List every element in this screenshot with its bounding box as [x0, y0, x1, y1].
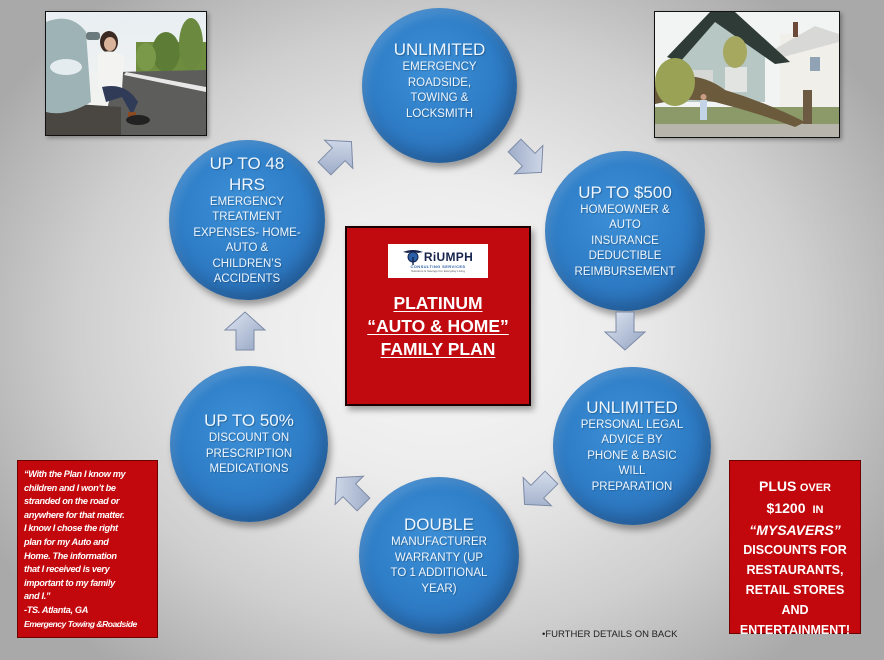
- benefit-headline: UP TO 48: [209, 153, 285, 173]
- plan-title-box: RiUMPH CONSULTING SERVICES Solutions & S…: [345, 226, 531, 406]
- benefit-detail-line: PHONE & BASIC: [587, 449, 677, 462]
- logo-tagline: Solutions & Savings For Everyday Living: [410, 269, 466, 273]
- triumph-logo: RiUMPH CONSULTING SERVICES Solutions & S…: [388, 244, 488, 278]
- benefit-headline: HRS: [229, 174, 265, 194]
- promo-line: RETAIL STORES: [745, 583, 845, 597]
- benefit-detail-line: TO 1 ADDITIONAL: [390, 567, 488, 579]
- logo-subtitle: CONSULTING SERVICES: [410, 264, 466, 269]
- storm-damaged-house-photo: [654, 11, 840, 138]
- plan-title: PLATINUM “AUTO & HOME” FAMILY PLAN: [347, 292, 529, 361]
- benefit-detail-line: AUTO: [609, 219, 641, 232]
- quote-line: I know I chose the right: [24, 523, 118, 534]
- promo-line: DISCOUNTS FOR: [743, 543, 847, 557]
- quote-line: stranded on the road or: [24, 496, 120, 507]
- benefit-headline: DOUBLE: [404, 515, 474, 534]
- benefit-detail-line: PREPARATION: [591, 480, 673, 493]
- arrow-up-right-icon: [308, 125, 369, 186]
- roadside-breakdown-photo: [45, 11, 207, 136]
- benefit-detail-line: ROADSIDE,: [407, 76, 472, 89]
- quote-line: plan for my Auto and: [24, 536, 109, 547]
- benefit-detail-line: ADVICE BY: [601, 434, 663, 447]
- benefit-detail-line: WARRANTY (UP: [394, 551, 484, 564]
- quote-line: and I.”: [24, 591, 51, 602]
- quote-line: “With the Plan I know my: [24, 469, 126, 479]
- benefit-detail-line: TOWING &: [410, 92, 469, 104]
- benefit-prescription-discount: UP TO 50% DISCOUNT ON PRESCRIPTION MEDIC…: [170, 366, 328, 522]
- benefit-detail-line: EMERGENCY: [209, 195, 285, 208]
- benefit-detail-line: ACCIDENTS: [213, 273, 281, 285]
- benefit-detail-line: DEDUCTIBLE: [588, 250, 662, 263]
- logo-brand: RiUMPH: [423, 250, 474, 264]
- quote-line: important to my family: [24, 577, 115, 588]
- benefit-detail-line: PERSONAL LEGAL: [580, 418, 684, 431]
- benefit-detail-line: EMERGENCY: [402, 61, 477, 73]
- plan-title-line: PLATINUM: [393, 293, 483, 313]
- promo-line: RESTAURANTS,: [746, 563, 844, 577]
- plan-title-line: “AUTO & HOME”: [367, 316, 509, 336]
- benefit-detail-line: MANUFACTURER: [391, 536, 487, 548]
- benefit-detail-line: CHILDREN’S: [212, 257, 282, 270]
- benefit-detail-line: HOMEOWNER &: [580, 203, 670, 216]
- benefit-detail-line: PRESCRIPTION: [205, 447, 293, 460]
- arrow-up-left-icon: [320, 461, 381, 522]
- benefit-detail-line: EXPENSES- HOME-: [193, 226, 301, 239]
- benefit-headline: UP TO $500: [578, 182, 672, 202]
- benefit-roadside: UNLIMITED EMERGENCY ROADSIDE, TOWING & L…: [362, 8, 517, 163]
- benefit-warranty: DOUBLE MANUFACTURER WARRANTY (UP TO 1 AD…: [359, 477, 519, 634]
- benefit-headline: UNLIMITED: [586, 397, 678, 417]
- promo-over: OVER: [799, 482, 831, 494]
- promo-mysavers: “MYSAVERS”: [749, 522, 841, 538]
- arrow-up-icon: [223, 310, 267, 352]
- promo-in: IN: [812, 504, 824, 516]
- benefit-detail-line: AUTO &: [225, 242, 269, 254]
- benefit-detail-line: MEDICATIONS: [209, 463, 289, 476]
- arrow-down-left-icon: [508, 461, 569, 522]
- promo-amount: $1200: [766, 500, 806, 516]
- testimonial-service: Emergency Towing &Roadside: [24, 618, 137, 629]
- mysavers-promo-box: PLUS OVER $1200 IN “MYSAVERS” DISCOUNTS …: [729, 460, 861, 637]
- quote-line: Home. The information: [24, 550, 117, 561]
- promo-plus: PLUS: [758, 478, 797, 494]
- benefit-legal-advice: UNLIMITED PERSONAL LEGAL ADVICE BY PHONE…: [553, 367, 711, 525]
- benefit-emergency-treatment: UP TO 48 HRS EMERGENCY TREATMENT EXPENSE…: [169, 140, 325, 300]
- benefit-detail-line: YEAR): [421, 582, 457, 595]
- promo-line: ENTERTAINMENT!: [739, 623, 851, 637]
- testimonial-signature: -TS. Atlanta, GA: [24, 604, 88, 615]
- triumph-emblem-icon: [402, 250, 423, 265]
- quote-line: children and I won’t be: [24, 482, 116, 493]
- benefit-detail-line: WILL: [618, 465, 646, 478]
- benefit-detail-line: LOCKSMITH: [405, 107, 474, 120]
- promo-line: AND: [781, 603, 809, 617]
- benefit-deductible-reimbursement: UP TO $500 HOMEOWNER & AUTO INSURANCE DE…: [545, 151, 705, 311]
- testimonial-box: “With the Plan I know my children and I …: [17, 460, 158, 639]
- benefit-headline: UP TO 50%: [204, 411, 294, 431]
- benefit-detail-line: INSURANCE: [591, 234, 659, 247]
- benefit-detail-line: DISCOUNT ON: [208, 432, 290, 445]
- quote-line: that I received is very: [24, 564, 110, 575]
- further-details-note: •FURTHER DETAILS ON BACK: [542, 629, 678, 640]
- arrow-down-right-icon: [498, 129, 559, 190]
- benefit-detail-line: TREATMENT: [212, 211, 282, 223]
- plan-title-line: FAMILY PLAN: [380, 339, 496, 359]
- arrow-down-icon: [603, 310, 647, 352]
- benefit-detail-line: REIMBURSEMENT: [574, 265, 676, 278]
- quote-line: anywhere for that matter.: [24, 509, 125, 520]
- benefit-headline: UNLIMITED: [393, 40, 486, 59]
